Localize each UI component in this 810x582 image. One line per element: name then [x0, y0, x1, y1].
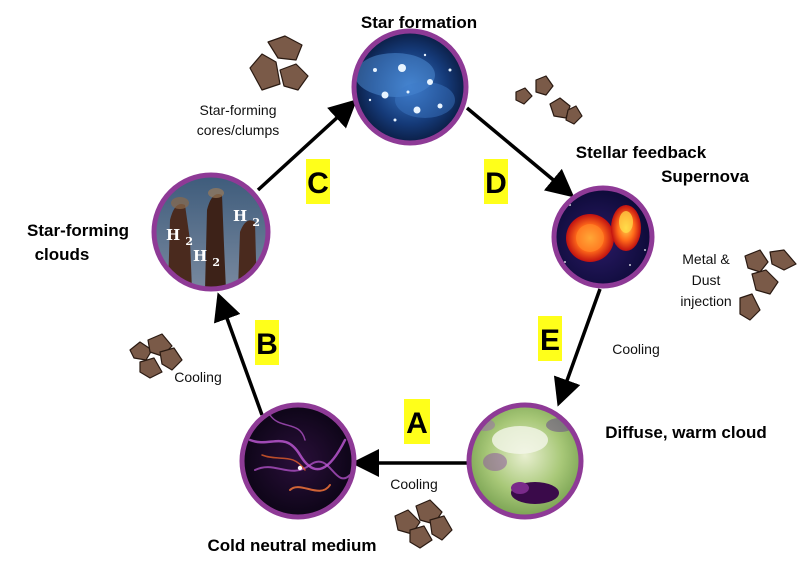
node-title-cold-neutral-medium: Cold neutral medium [207, 536, 376, 555]
dust-grain-icon [515, 75, 583, 125]
node-title-star-formation: Star formation [361, 13, 477, 32]
svg-text:C: C [307, 167, 329, 200]
dust-grain-icon [129, 333, 183, 379]
annotation-cooling-a: Cooling [390, 476, 437, 492]
pillars-image [154, 175, 268, 289]
cold-medium-image [248, 414, 351, 492]
arrow-d-to-feedback [465, 106, 575, 198]
node-title-stellar-feedback: Stellar feedback [576, 143, 707, 162]
annotation-cooling-e: Cooling [612, 341, 659, 357]
pleiades-image [355, 53, 455, 122]
stage-e: E [538, 316, 562, 361]
node-title-clouds: clouds [35, 245, 90, 264]
annotation-cores-clumps: cores/clumps [197, 122, 279, 138]
dust-grain-icon [739, 249, 797, 321]
h2-label: H 2 [233, 207, 260, 229]
stage-b: B [255, 320, 279, 365]
diffuse-cloud-image [475, 418, 574, 504]
svg-text:A: A [406, 407, 428, 440]
node-star-formation: Star formation [351, 13, 477, 146]
svg-text:E: E [540, 324, 560, 357]
node-title-supernova: Supernova [661, 167, 749, 186]
annotation-star-forming-cores: Star-forming [199, 102, 276, 118]
node-star-forming-clouds: H 2 H 2 H 2 Star-forming clouds [27, 172, 271, 292]
supernova-image [564, 204, 646, 266]
dust-grain-icon [249, 35, 309, 91]
stage-d: D [484, 159, 508, 204]
node-title-star-forming: Star-forming [27, 221, 129, 240]
svg-text:D: D [485, 167, 507, 200]
node-cold-neutral-medium: Cold neutral medium [207, 402, 377, 555]
annotation-injection: injection [680, 293, 731, 309]
cycle-arrows [213, 99, 602, 477]
h2-labels: H 2 H 2 H 2 [166, 207, 260, 269]
annotation-metal: Metal & [682, 251, 730, 267]
arrow-b-to-clouds [213, 292, 264, 416]
annotation-dust: Dust [692, 272, 721, 288]
arrow-e-to-diffuse [553, 288, 602, 407]
arrow-c-to-star-formation [256, 99, 358, 192]
annotations: Star-forming cores/clumps Metal & Dust i… [174, 102, 731, 492]
stage-a: A [404, 399, 430, 444]
stage-c: C [306, 159, 330, 204]
stage-labels: C D E A B [255, 159, 562, 444]
h2-label: H 2 [166, 226, 193, 248]
svg-text:B: B [256, 328, 278, 361]
dust-grain-icon [394, 499, 453, 549]
node-stellar-feedback: Stellar feedback Supernova [551, 143, 749, 289]
node-title-diffuse-warm-cloud: Diffuse, warm cloud [605, 423, 767, 442]
node-diffuse-warm-cloud: Diffuse, warm cloud [466, 402, 767, 520]
annotation-cooling-b: Cooling [174, 369, 221, 385]
h2-label: H 2 [193, 247, 220, 269]
dust-grains [129, 35, 797, 549]
